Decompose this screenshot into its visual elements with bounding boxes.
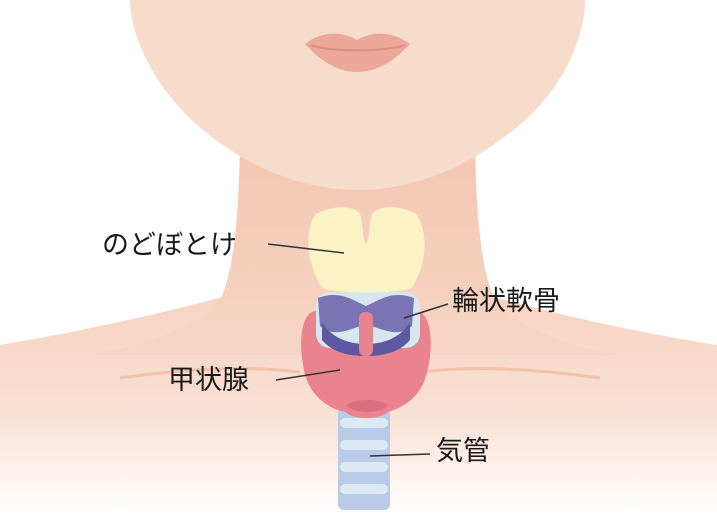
cricoid-cartilage-illustration [316, 292, 420, 356]
label-thyroid-gland: 甲状腺 [168, 367, 249, 394]
trachea-illustration [338, 408, 390, 510]
face-skin [130, 0, 585, 190]
label-cricoid-cartilage: 輪状軟骨 [452, 288, 560, 315]
label-trachea: 気管 [436, 438, 490, 465]
label-adams-apple: のどぼとけ [102, 232, 237, 259]
